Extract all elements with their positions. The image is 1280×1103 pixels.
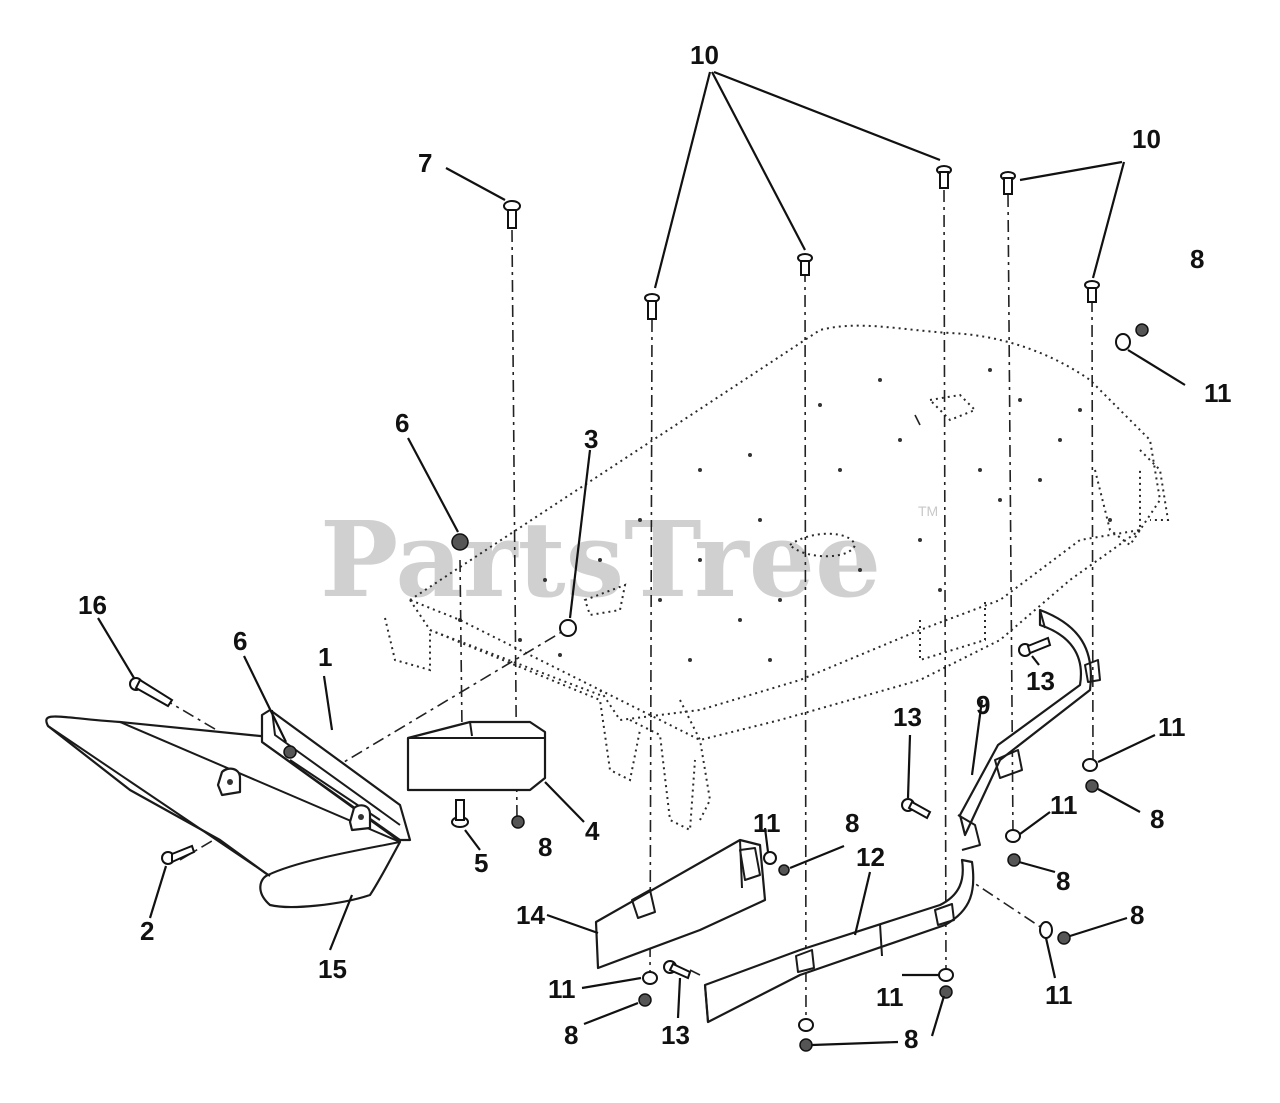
nut-8-e xyxy=(1007,853,1021,867)
bolt-2 xyxy=(161,844,196,865)
right-curved-baffle xyxy=(957,608,1101,851)
bolt-13-b xyxy=(901,798,932,820)
callout-8: 8 xyxy=(1190,244,1204,274)
callout-11: 11 xyxy=(753,808,781,838)
curved-baffle xyxy=(703,858,975,1024)
callout-15: 15 xyxy=(318,954,347,984)
washer-11-g xyxy=(798,1018,814,1032)
bolt-10-d xyxy=(1000,171,1016,195)
callout-11: 11 xyxy=(876,982,904,1012)
bolt-13-a xyxy=(1018,636,1052,657)
callout-16: 16 xyxy=(78,590,107,620)
callout-5: 5 xyxy=(474,848,488,878)
callout-11: 11 xyxy=(548,974,576,1004)
callout-10: 10 xyxy=(690,40,719,70)
washer-3 xyxy=(559,619,577,637)
callout-8: 8 xyxy=(1150,804,1164,834)
washer-11-c xyxy=(1005,829,1021,843)
callout-11: 11 xyxy=(1050,790,1078,820)
alignment-lines xyxy=(139,189,1094,1026)
callout-13: 13 xyxy=(1026,666,1055,696)
deck-holes xyxy=(458,368,1112,662)
washer-11-e xyxy=(1039,921,1053,939)
bolt-5 xyxy=(451,799,469,828)
bolt-10-e xyxy=(1084,280,1100,303)
nut-8-i xyxy=(939,985,953,999)
bolt-16 xyxy=(129,677,174,708)
nut-6 xyxy=(451,533,469,551)
callout-11: 11 xyxy=(1204,378,1232,408)
callout-14: 14 xyxy=(516,900,545,930)
nut-8-c xyxy=(778,864,790,876)
washer-11-b xyxy=(1082,758,1098,772)
callout-8: 8 xyxy=(1130,900,1144,930)
callout-8: 8 xyxy=(845,808,859,838)
callout-4: 4 xyxy=(585,816,600,846)
callout-8: 8 xyxy=(1056,866,1070,896)
left-baffle xyxy=(594,838,767,970)
discharge-chute xyxy=(45,715,402,909)
callout-9: 9 xyxy=(976,690,990,720)
nut-8-d xyxy=(1085,779,1099,793)
partstree-watermark: PartsTree TM xyxy=(320,498,938,621)
callout-7: 7 xyxy=(418,148,432,178)
bolt-13-c xyxy=(663,960,692,980)
nut-8-a xyxy=(1135,323,1149,337)
washer-11-a xyxy=(1115,333,1131,351)
callout-labels: 10 10 7 8 11 6 3 16 6 1 13 9 13 11 11 8 … xyxy=(78,40,1232,1054)
callout-1: 1 xyxy=(318,642,332,672)
bolt-10-a xyxy=(644,293,660,320)
callout-11: 11 xyxy=(1158,712,1186,742)
nut-6-bracket xyxy=(283,745,297,759)
callout-6: 6 xyxy=(395,408,409,438)
leader-lines xyxy=(97,70,1186,1047)
callout-8: 8 xyxy=(538,832,552,862)
nut-8-g xyxy=(638,993,652,1007)
callout-11: 11 xyxy=(1045,980,1073,1010)
callout-3: 3 xyxy=(584,424,598,454)
callout-8: 8 xyxy=(904,1024,918,1054)
callout-10: 10 xyxy=(1132,124,1161,154)
washer-11-f xyxy=(642,971,658,985)
nut-8-h xyxy=(799,1038,813,1052)
bolt-7 xyxy=(503,200,521,229)
callout-13: 13 xyxy=(893,702,922,732)
callout-6: 6 xyxy=(233,626,247,656)
nut-8-f xyxy=(1057,931,1071,945)
callout-12: 12 xyxy=(856,842,885,872)
washer-11-d xyxy=(763,851,777,865)
center-bracket xyxy=(406,720,547,792)
washer-11-h xyxy=(938,968,954,982)
bolt-10-b xyxy=(797,253,813,276)
mower-deck xyxy=(384,324,1170,832)
watermark-trademark: TM xyxy=(918,503,938,519)
callout-2: 2 xyxy=(140,916,154,946)
nut-8-b xyxy=(511,815,525,829)
callout-8: 8 xyxy=(564,1020,578,1050)
callout-13: 13 xyxy=(661,1020,690,1050)
bolt-10-c xyxy=(936,165,952,189)
chute-pivot-clips xyxy=(216,767,372,832)
